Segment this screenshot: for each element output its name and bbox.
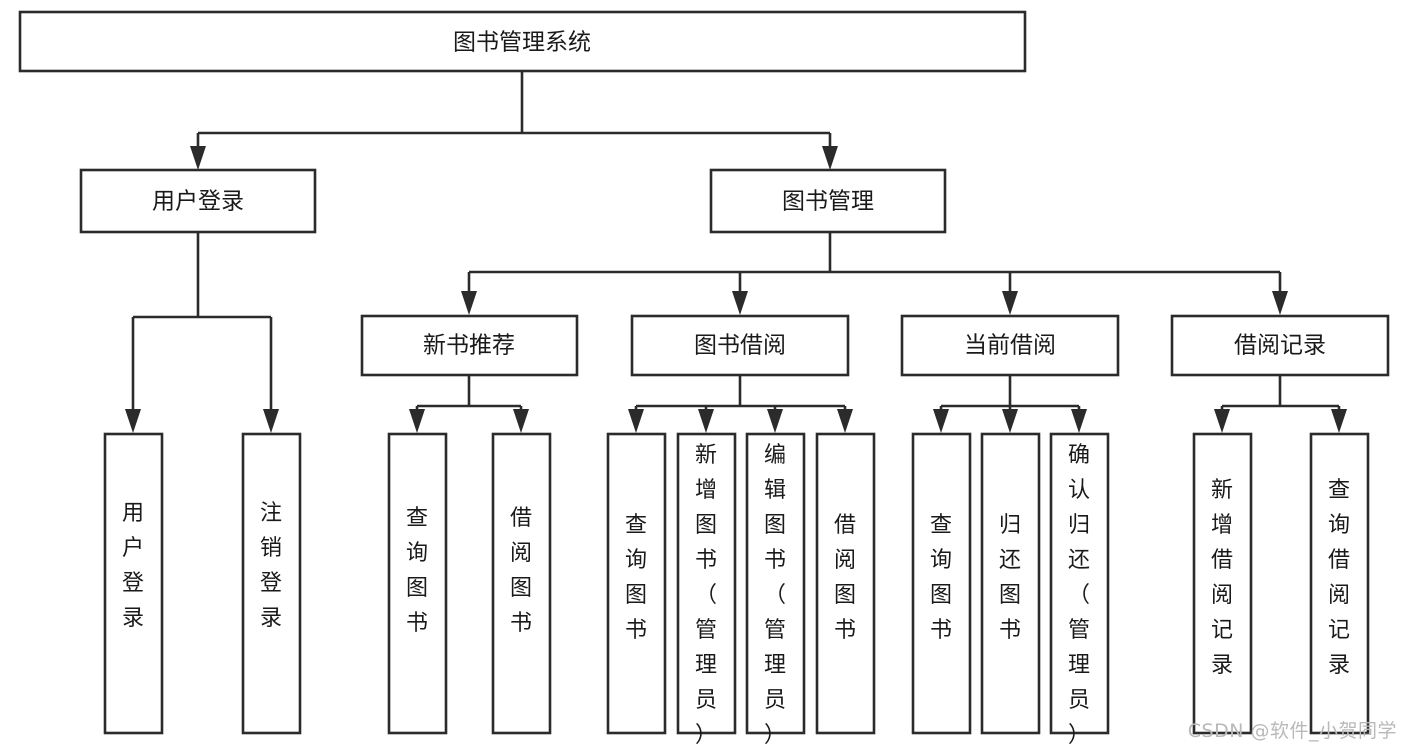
node-login-label: 用户登录: [152, 189, 244, 215]
node-root-box[interactable]: [18, 10, 1027, 73]
node-newbook-label: 新书推荐: [423, 333, 515, 359]
node-leaf-records-add-box[interactable]: [1192, 432, 1253, 735]
arrow-head-leaf-records-add: [1214, 409, 1230, 433]
node-leaf-newbook-borrow-label: 借阅图书: [510, 506, 532, 636]
arrow-head-leaf-current-return: [1002, 409, 1018, 433]
node-leaf-user-logout-box[interactable]: [241, 432, 302, 735]
node-borrow-box[interactable]: [630, 314, 850, 377]
node-leaf-current-query-label: 查询图书: [930, 513, 952, 643]
node-leaf-current-return[interactable]: 归还图书: [980, 432, 1041, 735]
node-leaf-current-confirm-box[interactable]: [1049, 432, 1110, 735]
node-leaf-borrow-edit[interactable]: 编辑图书（管理员）: [745, 432, 806, 747]
node-leaf-newbook-query[interactable]: 查询图书: [387, 432, 448, 735]
node-leaf-records-query-label: 查询借阅记录: [1328, 478, 1350, 678]
node-leaf-borrow-edit-label: 编辑图书（管理员）: [764, 443, 786, 747]
node-leaf-user-login[interactable]: 用户登录: [103, 432, 164, 735]
node-newbook-box[interactable]: [360, 314, 579, 377]
node-bookmgmt-label: 图书管理: [782, 189, 874, 215]
node-leaf-newbook-query-label: 查询图书: [406, 506, 428, 636]
node-leaf-current-confirm-label: 确认归还（管理员）: [1068, 443, 1090, 747]
node-leaf-records-add-label: 新增借阅记录: [1211, 478, 1233, 678]
arrow-head-newbook: [461, 291, 477, 315]
node-leaf-borrow-lend-box[interactable]: [815, 432, 876, 735]
node-leaf-current-confirm[interactable]: 确认归还（管理员）: [1049, 432, 1110, 747]
node-leaf-borrow-add[interactable]: 新增图书（管理员）: [676, 432, 737, 747]
arrow-head-bookmgmt: [822, 146, 838, 170]
node-leaf-newbook-borrow[interactable]: 借阅图书: [491, 432, 552, 735]
node-leaf-borrow-add-box[interactable]: [676, 432, 737, 735]
node-leaf-borrow-query[interactable]: 查询图书: [606, 432, 667, 735]
node-bookmgmt-box[interactable]: [709, 168, 947, 234]
arrow-head-leaf-borrow-lend: [837, 409, 853, 433]
node-leaf-records-add[interactable]: 新增借阅记录: [1192, 432, 1253, 735]
node-leaf-user-login-label: 用户登录: [122, 501, 144, 631]
node-leaf-borrow-add-label: 新增图书（管理员）: [695, 443, 717, 747]
node-login-box[interactable]: [79, 168, 317, 234]
arrow-head-leaf-current-confirm: [1071, 409, 1087, 433]
node-borrow[interactable]: 图书借阅: [630, 314, 850, 377]
node-leaf-newbook-query-box[interactable]: [387, 432, 448, 735]
node-bookmgmt[interactable]: 图书管理: [709, 168, 947, 234]
node-leaf-user-logout-label: 注销登录: [260, 501, 282, 631]
node-leaf-newbook-borrow-box[interactable]: [491, 432, 552, 735]
node-leaf-current-query-box[interactable]: [911, 432, 972, 735]
node-current-box[interactable]: [900, 314, 1120, 377]
arrow-head-leaf-current-query: [933, 409, 949, 433]
arrow-head-leaf-user-logout: [263, 409, 279, 433]
arrow-head-login: [190, 146, 206, 170]
node-current[interactable]: 当前借阅: [900, 314, 1120, 377]
arrow-head-leaf-records-query: [1331, 409, 1347, 433]
node-leaf-borrow-lend[interactable]: 借阅图书: [815, 432, 876, 735]
node-records-box[interactable]: [1170, 314, 1390, 377]
node-leaf-user-login-box[interactable]: [103, 432, 164, 735]
arrow-head-leaf-borrow-add: [698, 409, 714, 433]
node-leaf-current-query[interactable]: 查询图书: [911, 432, 972, 735]
arrow-head-leaf-newbook-borrow: [513, 409, 529, 433]
node-leaf-current-return-box[interactable]: [980, 432, 1041, 735]
arrow-head-leaf-borrow-query: [628, 409, 644, 433]
arrow-head-borrow: [732, 291, 748, 315]
node-current-label: 当前借阅: [964, 333, 1056, 359]
connector-layer: [125, 71, 1347, 433]
arrow-head-leaf-borrow-edit: [767, 409, 783, 433]
node-leaf-current-return-label: 归还图书: [999, 513, 1021, 643]
node-leaf-borrow-query-label: 查询图书: [625, 513, 647, 643]
node-leaf-borrow-query-box[interactable]: [606, 432, 667, 735]
node-root-label: 图书管理系统: [453, 30, 591, 56]
csdn-watermark: CSDN @软件_小贺同学: [1187, 720, 1397, 742]
node-login[interactable]: 用户登录: [79, 168, 317, 234]
node-records[interactable]: 借阅记录: [1170, 314, 1390, 377]
node-leaf-borrow-edit-box[interactable]: [745, 432, 806, 735]
node-leaf-user-logout[interactable]: 注销登录: [241, 432, 302, 735]
node-root[interactable]: 图书管理系统: [18, 10, 1027, 73]
arrow-head-leaf-newbook-query: [409, 409, 425, 433]
node-leaf-records-query[interactable]: 查询借阅记录: [1309, 432, 1370, 735]
node-records-label: 借阅记录: [1234, 333, 1326, 359]
arrow-head-records: [1272, 291, 1288, 315]
node-borrow-label: 图书借阅: [694, 333, 786, 359]
arrow-head-leaf-user-login: [125, 409, 141, 433]
arrow-head-current: [1002, 291, 1018, 315]
node-leaf-borrow-lend-label: 借阅图书: [834, 513, 856, 643]
node-leaf-records-query-box[interactable]: [1309, 432, 1370, 735]
node-newbook[interactable]: 新书推荐: [360, 314, 579, 377]
